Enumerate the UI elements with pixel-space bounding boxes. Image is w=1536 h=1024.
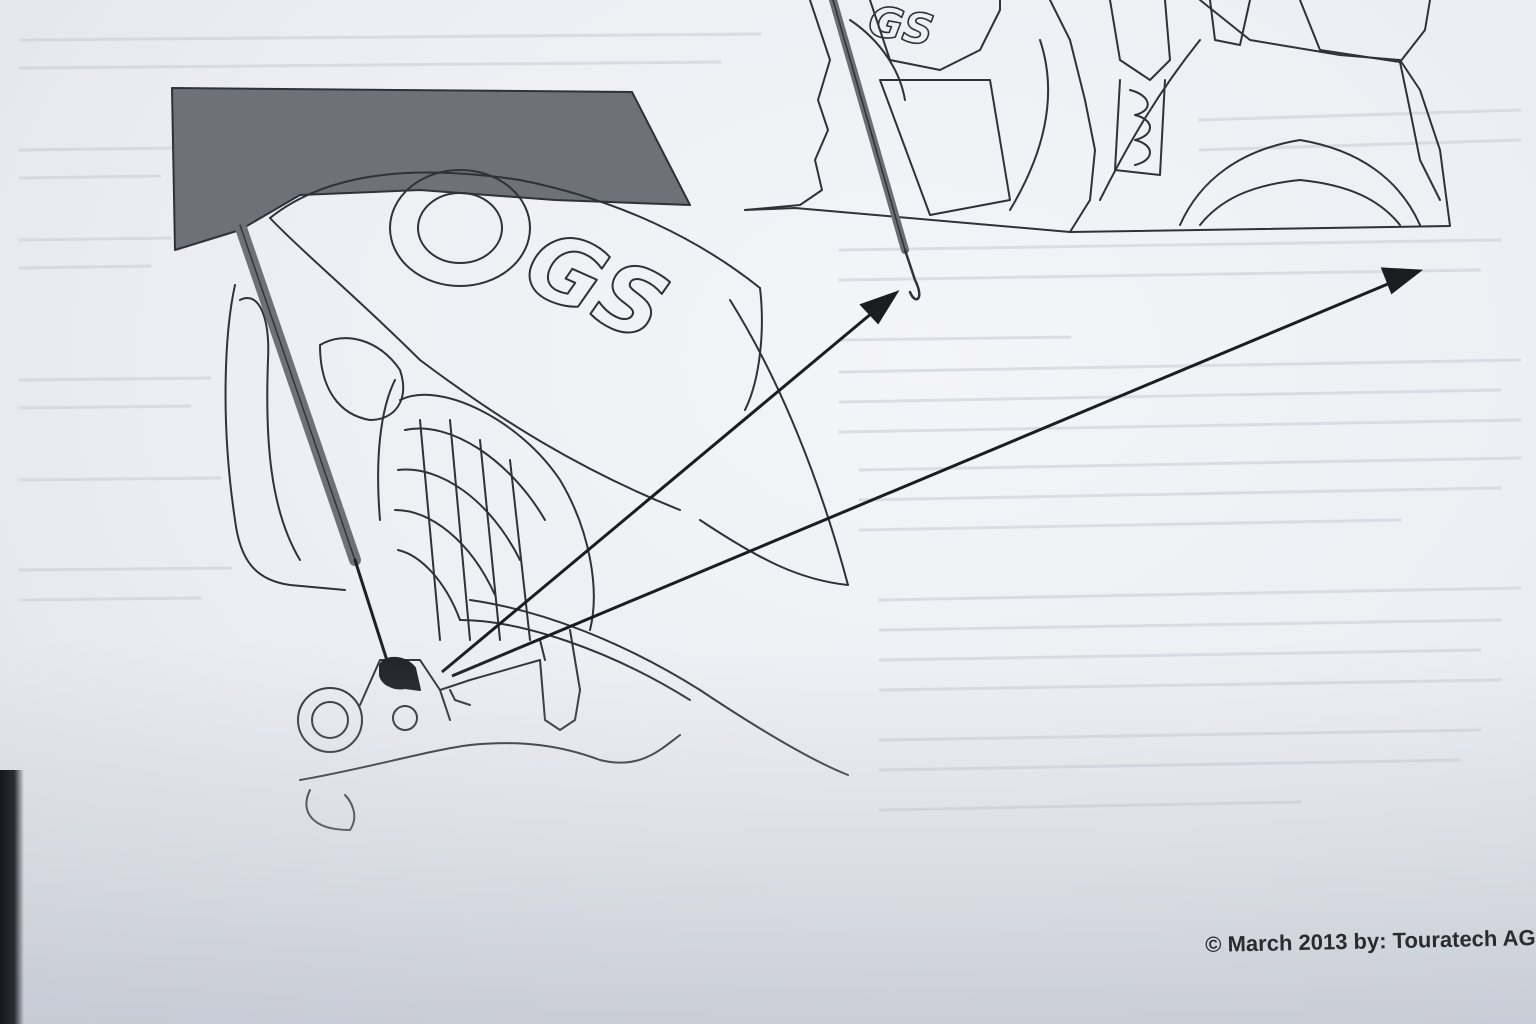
inset-gs-logo: GS [865, 0, 937, 55]
inset-drawing: GS [744, 0, 1451, 301]
arrow-head-inset-right [1380, 267, 1424, 295]
arrow-to-inset-right [451, 279, 1396, 678]
arrow-to-inset-hook [441, 306, 879, 674]
arrow-head-inset-hook [859, 290, 900, 325]
table-edge [0, 770, 24, 1024]
pointer-arrows [441, 267, 1424, 678]
main-gs-logo: GS [510, 208, 683, 363]
main-drawing: GS [171, 87, 849, 831]
